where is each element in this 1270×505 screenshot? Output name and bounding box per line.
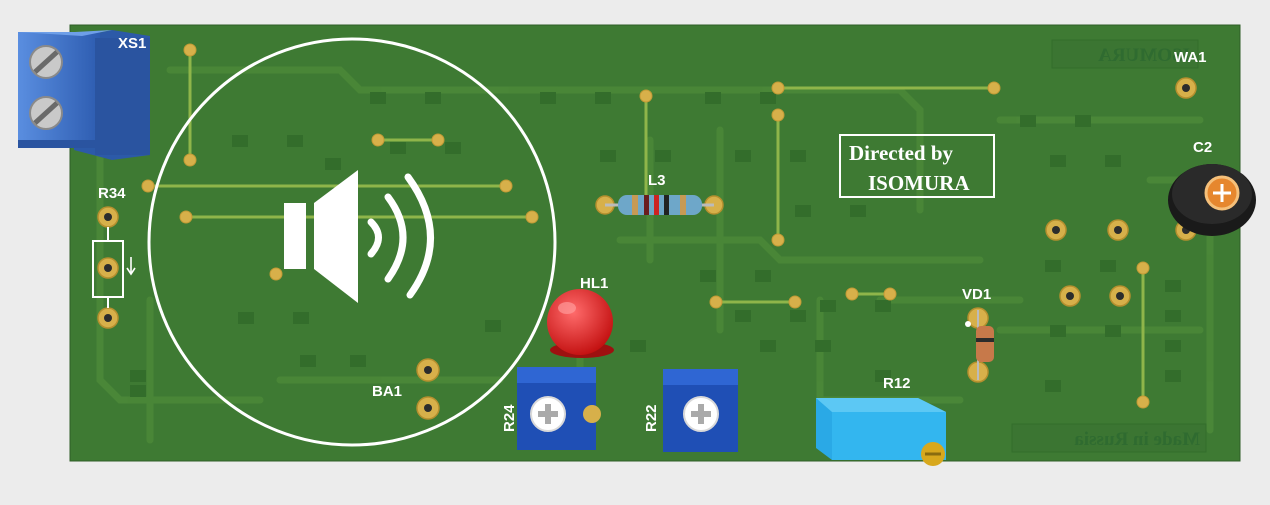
jumper-wires — [148, 50, 1145, 402]
inductor-l3 — [605, 195, 714, 215]
label-xs1: XS1 — [118, 35, 146, 52]
trimmer-r12 — [816, 398, 946, 466]
smd-footprints — [130, 92, 1181, 397]
credit-line-2: ISOMURA — [868, 171, 970, 195]
led-hl1 — [547, 289, 614, 358]
arrow-down-icon — [126, 257, 136, 276]
capacitor-c2 — [1168, 164, 1256, 236]
speaker-outline — [147, 37, 557, 447]
label-ba1: BA1 — [372, 383, 402, 400]
credit-box — [839, 134, 995, 198]
label-r34: R34 — [98, 185, 126, 202]
label-r22: R22 — [643, 404, 660, 432]
label-wa1: WA1 — [1174, 49, 1207, 66]
terminal-block-xs1 — [18, 30, 150, 160]
mirrored-label-bottom: Made in Russia — [1074, 429, 1200, 450]
credit-line-1: Directed by — [849, 141, 954, 165]
trimmer-r24 — [517, 367, 601, 450]
mirrored-label-top: ISOMURA — [1098, 45, 1190, 66]
label-r12: R12 — [883, 375, 911, 392]
label-vd1: VD1 — [962, 286, 991, 303]
speaker-icon — [284, 170, 434, 303]
label-r24: R24 — [501, 404, 518, 432]
trimmer-r22 — [663, 369, 738, 452]
label-hl1: HL1 — [580, 275, 608, 292]
diode-vd1 — [965, 310, 994, 380]
label-c2: C2 — [1193, 139, 1212, 156]
through-hole-pads — [141, 43, 1150, 409]
label-l3: L3 — [648, 172, 666, 189]
